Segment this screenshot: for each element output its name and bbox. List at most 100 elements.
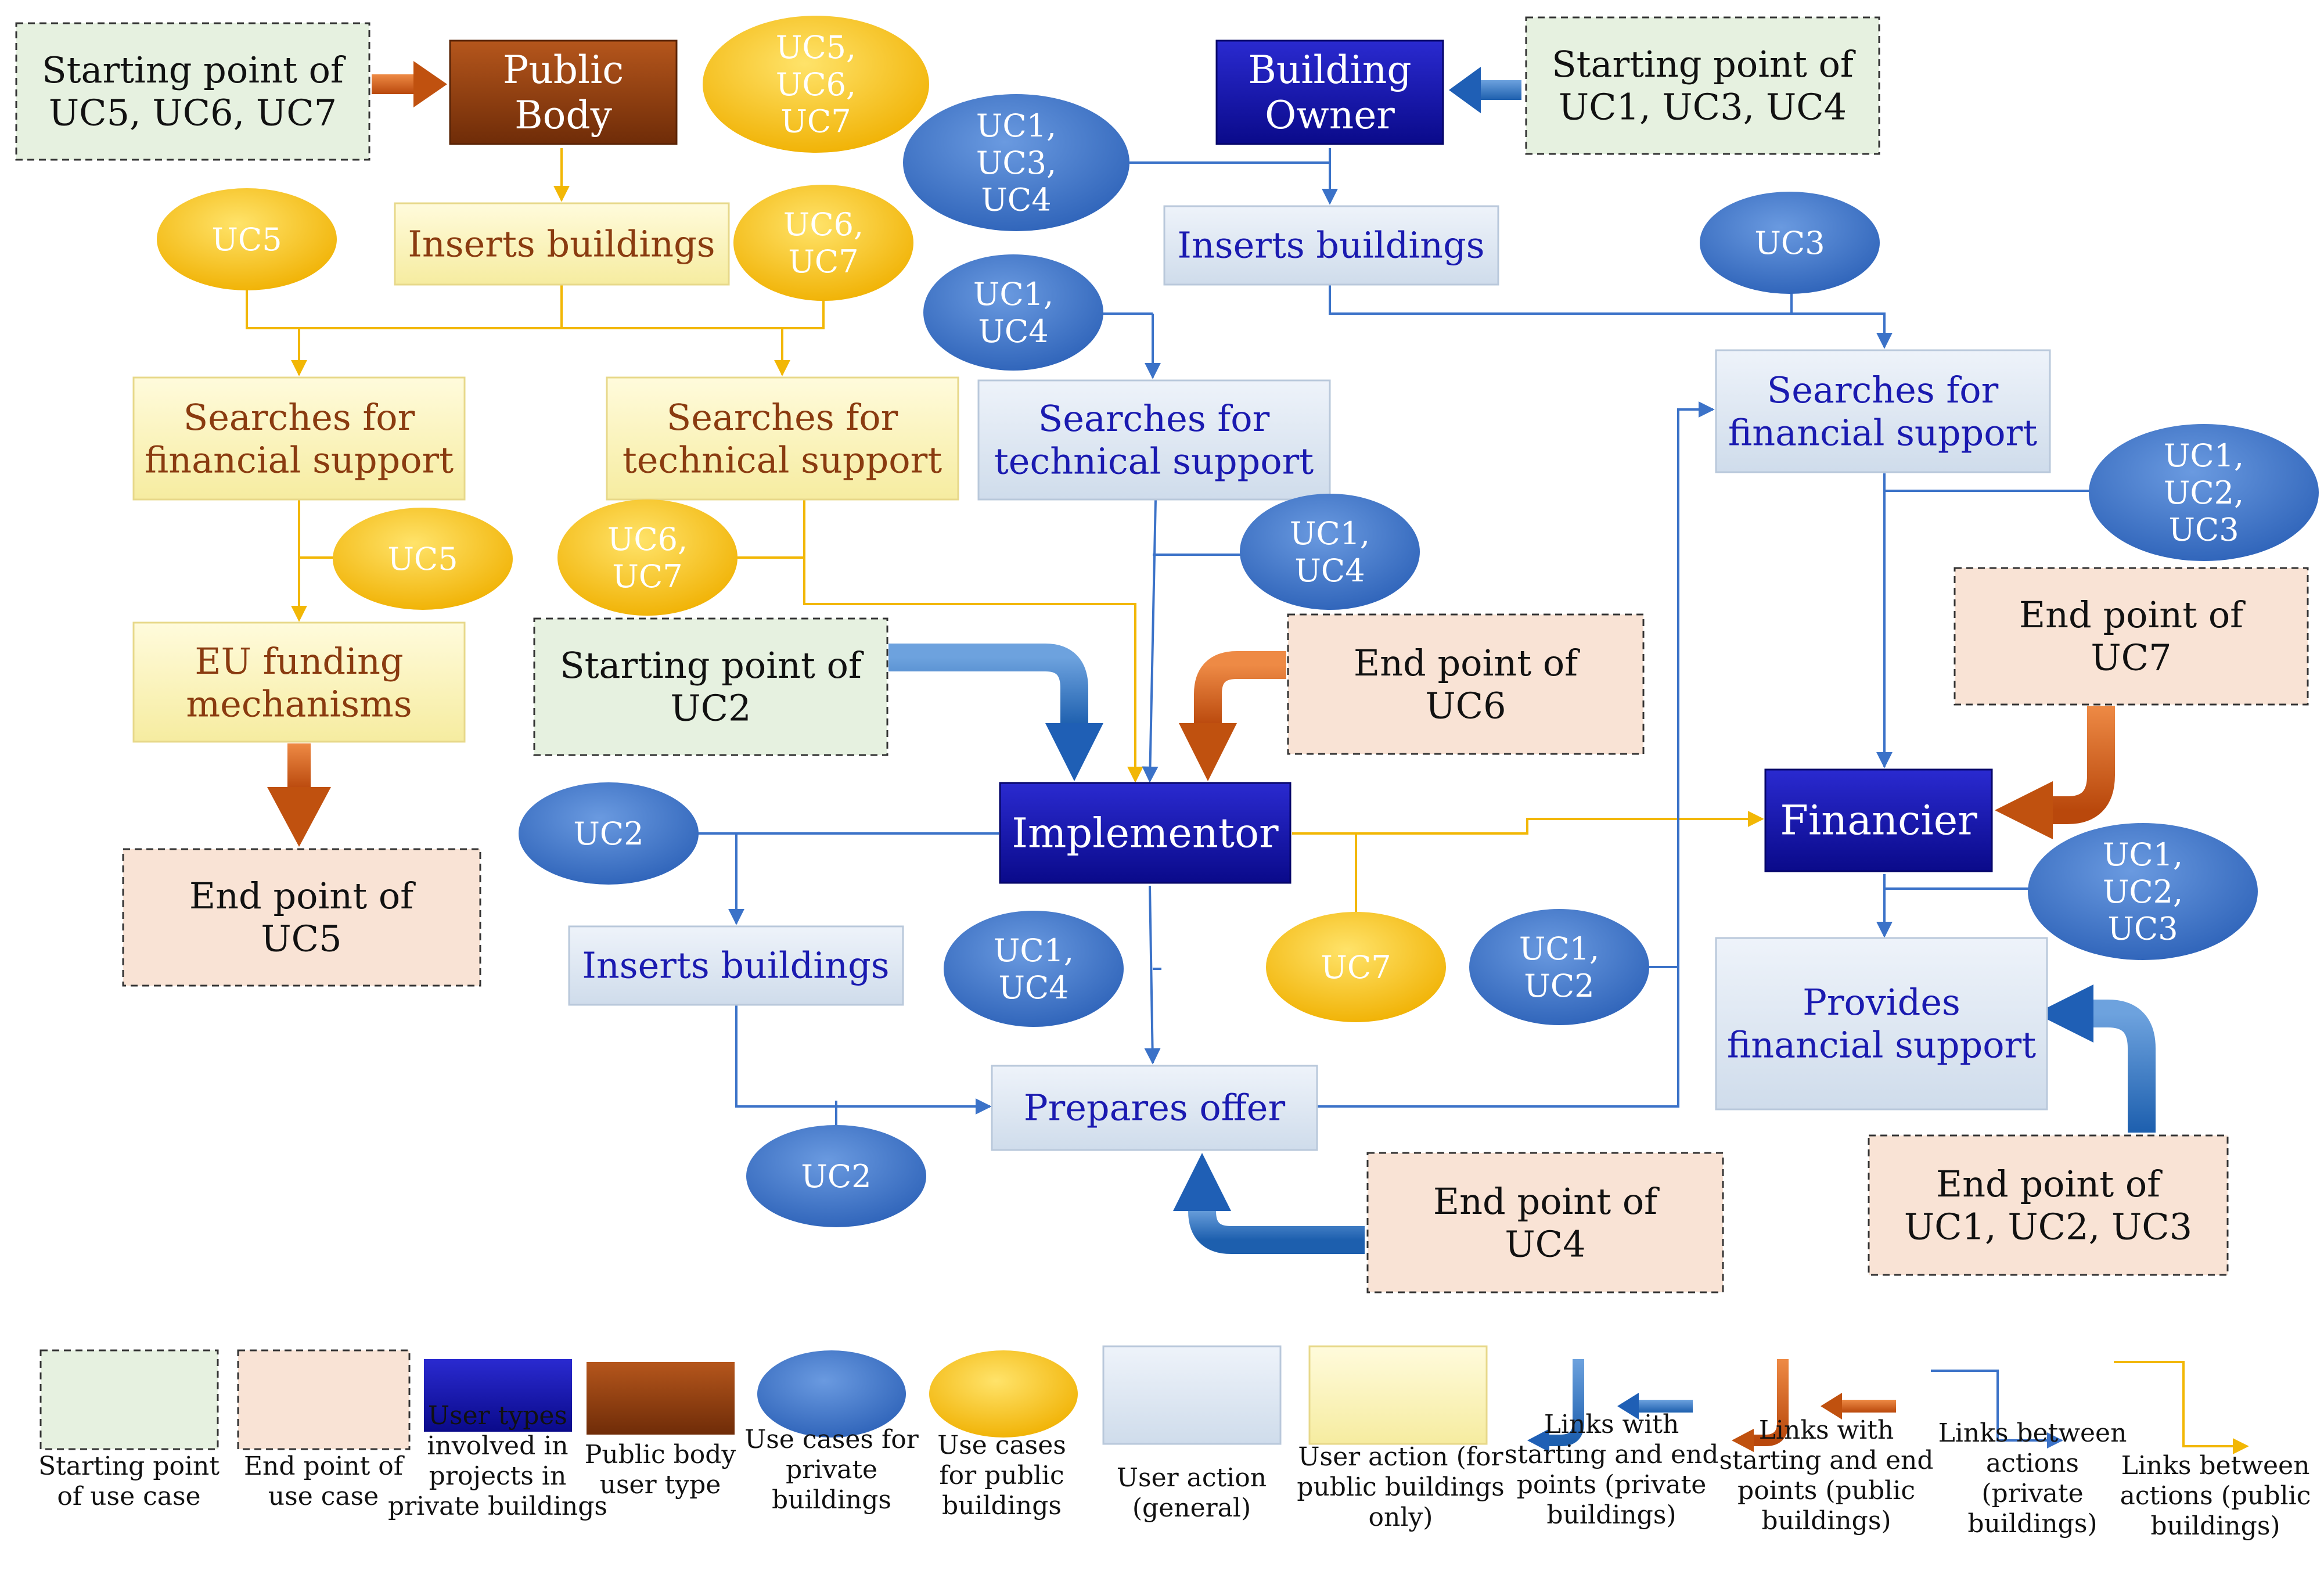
text-line: (private (1981, 1479, 2083, 1508)
text-line: UC6, (783, 206, 864, 243)
text-line: Owner (1265, 93, 1395, 138)
text-line: public buildings (1297, 1472, 1504, 1502)
text-line: UC3 (1754, 225, 1825, 261)
oval-y-uc567-label: UC5,UC6,UC7 (776, 29, 856, 139)
use-case-ovals: UC5,UC6,UC7 UC5 UC6,UC7 UC5 UC6,UC7 UC7 … (157, 16, 2319, 1227)
text-line: UC7 (780, 103, 851, 140)
block-arrows (267, 61, 2156, 1254)
oval-b-uc14-low[interactable]: UC1,UC4 (944, 911, 1124, 1027)
oval-y-uc5-top[interactable]: UC5 (157, 188, 337, 290)
legend-action-general: User action(general) (1102, 1345, 1282, 1523)
text-line: End point of (189, 875, 416, 917)
oval-b-uc14-low-label: UC1,UC4 (994, 932, 1074, 1006)
oval-b-uc2-bottom-label: UC2 (801, 1158, 871, 1195)
text-line: User types (428, 1401, 567, 1431)
text-line: Starting point (38, 1451, 220, 1481)
text-line: UC5, UC6, UC7 (49, 91, 337, 134)
text-line: only) (1369, 1503, 1433, 1532)
text-line: projects in (429, 1461, 567, 1491)
text-line: UC5 (261, 917, 341, 959)
text-line: UC7 (788, 243, 858, 280)
oval-b-uc14-top[interactable]: UC1,UC4 (923, 254, 1103, 371)
text-line: private (786, 1455, 877, 1485)
oval-b-uc14-mid-label: UC1,UC4 (1290, 515, 1370, 589)
text-line: UC5, (776, 29, 856, 66)
prepares-offer-node[interactable]: Prepares offer (991, 1065, 1318, 1151)
text-line: UC3 (2107, 911, 2178, 947)
oval-y-uc67-mid[interactable]: UC6,UC7 (557, 499, 738, 616)
oval-b-uc3-label: UC3 (1754, 225, 1825, 261)
oval-b-uc123-fin[interactable]: UC1,UC2,UC3 (2028, 823, 2258, 960)
legend-start-swatch (39, 1349, 219, 1450)
text-line: UC1, (1290, 515, 1370, 552)
oval-y-uc7-label: UC7 (1321, 949, 1391, 986)
legend-uc-public-swatch (929, 1350, 1078, 1438)
text-line: UC2 (1524, 968, 1594, 1004)
oval-b-uc12[interactable]: UC1,UC2 (1469, 909, 1649, 1025)
oval-y-uc567[interactable]: UC5,UC6,UC7 (703, 16, 929, 153)
text-line: buildings) (2150, 1511, 2280, 1541)
text-line: Searches for (1767, 369, 1999, 411)
inserts-public-node[interactable]: Inserts buildings (394, 202, 730, 286)
inserts-owner-node[interactable]: Inserts buildings (1163, 205, 1499, 286)
oval-b-uc123-fin-label: UC1,UC2,UC3 (2103, 836, 2183, 947)
oval-b-uc3[interactable]: UC3 (1700, 192, 1880, 294)
text-line: UC1, (994, 932, 1074, 969)
legend-user-types-swatch (424, 1359, 572, 1432)
oval-b-uc123-right-label: UC1,UC2,UC3 (2164, 437, 2244, 548)
oval-y-uc7[interactable]: UC7 (1266, 912, 1446, 1022)
text-line: UC2 (801, 1158, 871, 1195)
implementor-node[interactable]: Implementor (999, 782, 1291, 884)
oval-b-uc2-left[interactable]: UC2 (519, 782, 699, 885)
inserts-impl-node[interactable]: Inserts buildings (568, 925, 904, 1006)
inserts-owner-label: Inserts buildings (1177, 224, 1484, 267)
text-line: buildings) (1967, 1509, 2097, 1539)
text-line: UC6 (1425, 684, 1506, 727)
text-line: for public (939, 1461, 1064, 1490)
text-line: financial support (145, 439, 454, 481)
text-line: End point of (1354, 642, 1580, 684)
oval-y-uc5-mid[interactable]: UC5 (333, 508, 513, 610)
legend-links-public-se-swatch (1732, 1359, 1896, 1452)
oval-b-uc12-label: UC1,UC2 (1519, 930, 1599, 1004)
link-inserts-offer (735, 1005, 992, 1115)
text-line: UC2 (670, 687, 751, 729)
oval-b-uc123-right[interactable]: UC1,UC2,UC3 (2089, 424, 2319, 561)
oval-y-uc67-mid-label: UC6,UC7 (607, 521, 688, 595)
implementor-label: Implementor (1012, 810, 1279, 857)
text-line: UC1, (1519, 930, 1599, 967)
oval-b-uc14-mid[interactable]: UC1,UC4 (1240, 494, 1420, 610)
oval-b-uc134[interactable]: UC1,UC3,UC4 (903, 94, 1129, 231)
oval-y-uc67-top[interactable]: UC6,UC7 (733, 185, 913, 301)
oval-b-uc2-bottom[interactable]: UC2 (746, 1125, 926, 1227)
financier-node[interactable]: Financier (1764, 768, 1993, 872)
